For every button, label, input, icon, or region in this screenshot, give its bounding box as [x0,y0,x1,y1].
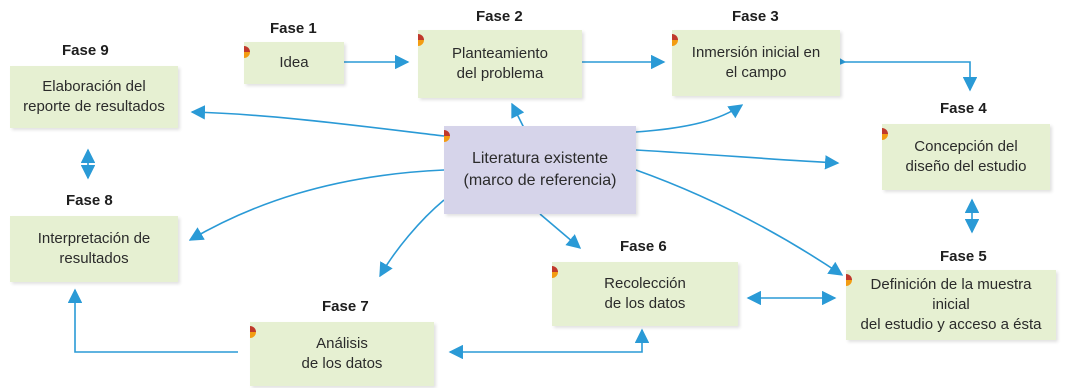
phase-8-box: Interpretación de resultados [10,216,178,282]
phase-9-box: Elaboración del reporte de resultados [10,66,178,128]
edge-f6-f7 [448,328,650,360]
phase-7-box: Análisis de los datos [250,322,434,386]
phase-5-corner-icon [846,274,852,286]
phase-6-box: Recolección de los datos [552,262,738,326]
phase-9-label: Fase 9 [62,42,109,59]
phase-6-title: Recolección de los datos [604,275,686,312]
phase-6-corner-icon [552,266,558,278]
edge-lit-f8 [188,169,445,241]
phase-4-box: Concepción del diseño del estudio [882,124,1050,190]
phase-4-label: Fase 4 [940,100,987,117]
edge-f3-f4 [845,61,978,92]
edge-lit-f2 [511,102,525,129]
phase-1-box: Idea [244,42,344,84]
edge-lit-f4 [635,149,840,170]
phase-2-label: Fase 2 [476,8,523,25]
edge-lit-f9 [190,105,445,137]
phase-9-title: Elaboración del reporte de resultados [23,78,165,115]
literature-corner-icon [444,130,450,142]
phase-5-label: Fase 5 [940,248,987,265]
phase-6-label: Fase 6 [620,238,667,255]
phase-1-corner-icon [244,46,250,58]
edge-lit-f5 [635,169,844,276]
phase-7-title: Análisis de los datos [301,335,383,372]
phase-4-corner-icon [882,128,888,140]
edge-f7-f8 [67,288,238,353]
phase-7-label: Fase 7 [322,298,369,315]
phase-8-label: Fase 8 [66,192,113,209]
phase-3-corner-icon [672,34,678,46]
phase-5-title: Definición de la muestra inicial del est… [860,276,1042,333]
phase-7-corner-icon [250,326,256,338]
phase-2-corner-icon [418,34,424,46]
phase-2-box: Planteamiento del problema [418,30,582,98]
phase-8-title: Interpretación de resultados [37,230,151,267]
phase-3-title: Inmersión inicial en el campo [691,44,821,81]
phase-3-label: Fase 3 [732,8,779,25]
phase-4-title: Concepción del diseño del estudio [905,138,1027,175]
edge-lit-f7 [379,199,445,278]
edge-lit-f6 [539,213,582,249]
phase-5-box: Definición de la muestra inicial del est… [846,270,1056,340]
phase-3-box: Inmersión inicial en el campo [672,30,840,96]
phase-2-title: Planteamiento del problema [452,45,548,82]
phase-1-label: Fase 1 [270,20,317,37]
literature-title: Literatura existente (marco de referenci… [463,150,617,189]
edge-lit-f3 [635,104,744,133]
phase-1-title: Idea [279,54,309,71]
literature-box: Literatura existente (marco de referenci… [444,126,636,214]
